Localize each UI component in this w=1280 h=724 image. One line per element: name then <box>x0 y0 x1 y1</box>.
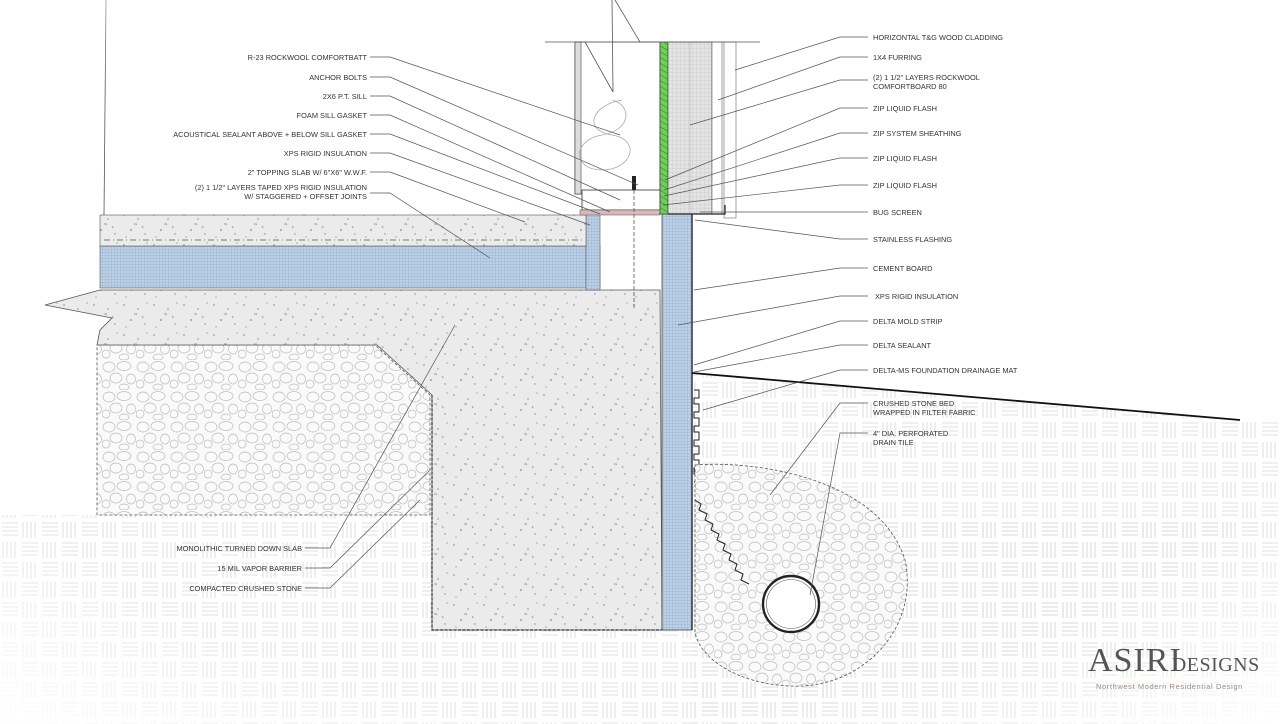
label-zip-sheathing: ZIP SYSTEM SHEATHING <box>873 129 962 138</box>
label-anchor-bolts: ANCHOR BOLTS <box>309 73 367 82</box>
label-comfortboard-2: COMFORTBOARD 80 <box>873 82 947 91</box>
xps-under-slab <box>99 245 601 289</box>
label-mold-strip: DELTA MOLD STRIP <box>873 317 943 326</box>
crushed-stone-under-slab <box>96 344 431 516</box>
label-drainage-mat: DELTA-MS FOUNDATION DRAINAGE MAT <box>873 366 1018 375</box>
logo-main: ASIRI <box>1088 642 1182 679</box>
label-liquid-flash-2: ZIP LIQUID FLASH <box>873 154 937 163</box>
label-sill-gasket: FOAM SILL GASKET <box>297 111 368 120</box>
label-liquid-flash-3: ZIP LIQUID FLASH <box>873 181 937 190</box>
leader-line <box>370 114 611 213</box>
leader-line <box>677 295 868 326</box>
label-liquid-flash-1: ZIP LIQUID FLASH <box>873 104 937 113</box>
leader-line <box>693 344 868 373</box>
labels-left: R-23 ROCKWOOL COMFORTBATT ANCHOR BOLTS 2… <box>173 53 367 201</box>
label-stainless-flashing: STAINLESS FLASHING <box>873 235 952 244</box>
leader-line <box>694 219 868 240</box>
label-comfortbatt: R-23 ROCKWOOL COMFORTBATT <box>248 53 368 62</box>
label-bug-screen: BUG SCREEN <box>873 208 922 217</box>
label-drain-tile-2: DRAIN TILE <box>873 438 914 447</box>
label-xps: XPS RIGID INSULATION <box>284 149 367 158</box>
label-crushed-stone-bed-2: WRAPPED IN FILTER FABRIC <box>873 408 976 417</box>
label-crushed-stone-bed: CRUSHED STONE BED <box>873 399 954 408</box>
logo-tagline: Northwest Modern Residential Design <box>1096 682 1243 691</box>
drain-tile <box>761 574 821 634</box>
leader-line <box>370 171 526 223</box>
label-acoustical-sealant: ACOUSTICAL SEALANT ABOVE + BELOW SILL GA… <box>173 130 367 139</box>
label-vapor-barrier: 15 MIL VAPOR BARRIER <box>217 564 302 573</box>
label-cladding: HORIZONTAL T&G WOOD CLADDING <box>873 33 1003 42</box>
topping-slab <box>99 214 587 247</box>
label-turned-down-slab: MONOLITHIC TURNED DOWN SLAB <box>176 544 302 553</box>
logo-sub: DESIGNS <box>1171 654 1260 676</box>
leader-line <box>693 267 868 291</box>
label-xps-foundation: XPS RIGID INSULATION <box>875 292 958 301</box>
label-drain-tile: 4" DIA. PERFORATED <box>873 429 948 438</box>
label-taped-xps-2: W/ STAGGERED + OFFSET JOINTS <box>244 192 367 201</box>
asiri-designs-logo: ASIRIDESIGNS Northwest Modern Residentia… <box>1088 642 1268 692</box>
label-cement-board: CEMENT BOARD <box>873 264 932 273</box>
label-comfortboard: (2) 1 1/2" LAYERS ROCKWOOL <box>873 73 980 82</box>
label-taped-xps: (2) 1 1/2" LAYERS TAPED XPS RIGID INSULA… <box>195 183 367 192</box>
label-compacted-stone: COMPACTED CRUSHED STONE <box>189 584 302 593</box>
label-sill: 2X6 P.T. SILL <box>323 92 367 101</box>
label-delta-sealant: DELTA SEALANT <box>873 341 932 350</box>
label-topping-slab: 2" TOPPING SLAB W/ 6"X6" W.W.F. <box>248 168 367 177</box>
xps-slab-edge <box>585 213 601 291</box>
leader-line <box>693 320 868 366</box>
leader-line <box>717 56 868 101</box>
leader-line <box>370 133 601 215</box>
foundation-xps <box>661 213 693 631</box>
label-furring: 1X4 FURRING <box>873 53 922 62</box>
labels-right: HORIZONTAL T&G WOOD CLADDING 1X4 FURRING… <box>873 33 1018 447</box>
